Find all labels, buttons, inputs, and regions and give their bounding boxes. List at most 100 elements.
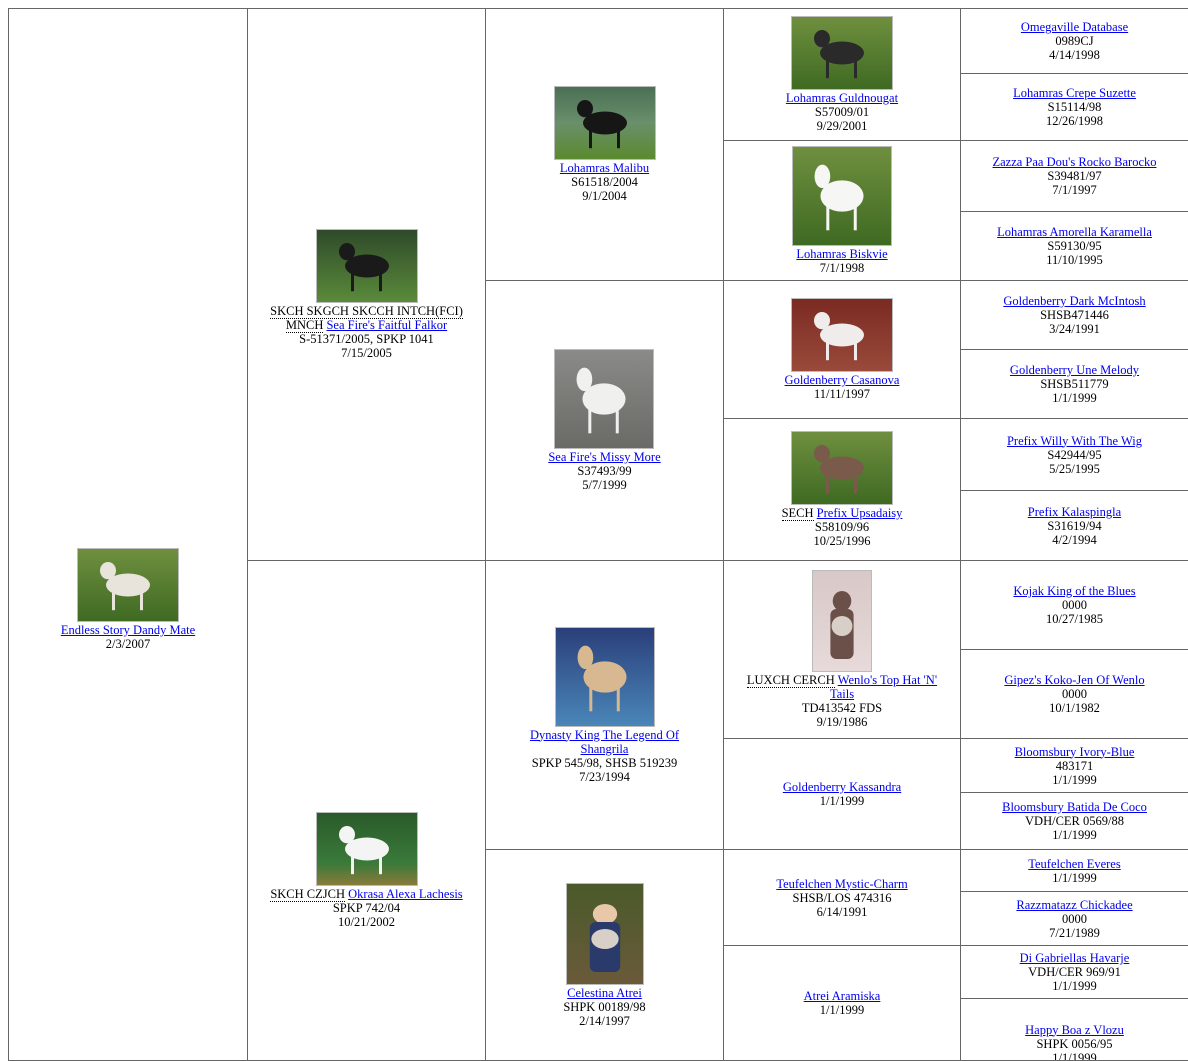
dog-birthdate: 7/21/1989	[1049, 926, 1100, 940]
dog-name-line: Endless Story Dandy Mate	[61, 623, 195, 637]
dog-name-link[interactable]: Razzmatazz Chickadee	[1016, 898, 1132, 912]
dog-photo-hairless-sitting[interactable]	[812, 570, 872, 672]
dog-birthdate: 11/10/1995	[1046, 253, 1102, 267]
dog-name-link[interactable]: Endless Story Dandy Mate	[61, 623, 195, 637]
dog-registration: S58109/96	[815, 520, 869, 534]
dog-name-link[interactable]: Goldenberry Casanova	[785, 373, 900, 387]
dog-name-link[interactable]: Dynasty King The Legend Of Shangrila	[530, 728, 679, 756]
dog-registration: SHPK 00189/98	[563, 1000, 645, 1014]
dog-birthdate: 9/29/2001	[817, 119, 868, 133]
gen2-cell-0: SKCH SKGCH SKCCH INTCH(FCI) MNCH Sea Fir…	[247, 8, 486, 561]
dog-name-link[interactable]: Lohamras Malibu	[560, 161, 649, 175]
dog-registration: S61518/2004	[571, 175, 638, 189]
dog-name-link[interactable]: Lohamras Guldnougat	[786, 91, 898, 105]
dog-name-link[interactable]: Zazza Paa Dou's Rocko Barocko	[992, 155, 1156, 169]
dog-registration: SHPK 0056/95	[1036, 1037, 1112, 1051]
dog-name-link[interactable]: Omegaville Database	[1021, 20, 1128, 34]
dog-name-link[interactable]: Teufelchen Everes	[1028, 857, 1120, 871]
dog-birthdate: 7/15/2005	[341, 346, 392, 360]
dog-birthdate: 4/2/1994	[1052, 533, 1096, 547]
dog-name-line: SKCH CZJCH Okrasa Alexa Lachesis	[270, 887, 462, 901]
dog-name-line: Prefix Willy With The Wig	[1007, 434, 1142, 448]
dog-name-link[interactable]: Atrei Aramiska	[804, 989, 881, 1003]
dog-photo-powderpuff-red[interactable]	[791, 298, 893, 372]
dog-registration: SHSB/LOS 474316	[793, 891, 892, 905]
dog-name-link[interactable]: Teufelchen Mystic-Charm	[776, 877, 907, 891]
dog-name-line: Lohamras Biskvie	[796, 247, 887, 261]
dog-birthdate: 2/14/1997	[579, 1014, 630, 1028]
dog-name-link[interactable]: Sea Fire's Faitful Falkor	[326, 318, 447, 332]
dog-birthdate: 10/25/1996	[814, 534, 871, 548]
dog-birthdate: 5/25/1995	[1049, 462, 1100, 476]
dog-name-link[interactable]: Prefix Upsadaisy	[817, 506, 903, 520]
dog-birthdate: 10/27/1985	[1046, 612, 1103, 626]
dog-name-link[interactable]: Goldenberry Dark McIntosh	[1003, 294, 1145, 308]
dog-registration: 0000	[1062, 687, 1087, 701]
dog-photo-black-white-lake[interactable]	[554, 86, 656, 160]
dog-name-link[interactable]: Di Gabriellas Havarje	[1020, 951, 1130, 965]
dog-name-link[interactable]: Bloomsbury Ivory-Blue	[1015, 745, 1135, 759]
dog-name-line: Gipez's Koko-Jen Of Wenlo	[1004, 673, 1144, 687]
dog-photo-dark-dog-field[interactable]	[791, 16, 893, 90]
dog-registration: S42944/95	[1047, 448, 1101, 462]
dog-photo-boy-holding-dog[interactable]	[566, 883, 644, 985]
dog-photo-white-longhair[interactable]	[792, 146, 892, 246]
dog-name-link[interactable]: Goldenberry Kassandra	[783, 780, 901, 794]
dog-registration: SHSB511779	[1040, 377, 1108, 391]
dog-name-link[interactable]: Prefix Willy With The Wig	[1007, 434, 1142, 448]
dog-name-line: LUXCH CERCH Wenlo's Top Hat 'N' Tails	[744, 673, 941, 701]
dog-birthdate: 1/1/1999	[1052, 979, 1096, 993]
dog-registration: SPKP 742/04	[333, 901, 400, 915]
dog-name-link[interactable]: Lohamras Biskvie	[796, 247, 887, 261]
dog-entry: SKCH SKGCH SKCCH INTCH(FCI) MNCH Sea Fir…	[268, 229, 466, 360]
dog-name-link[interactable]: Lohamras Amorella Karamella	[997, 225, 1152, 239]
dog-name-link[interactable]: Prefix Kalaspingla	[1028, 505, 1121, 519]
dog-name-link[interactable]: Gipez's Koko-Jen Of Wenlo	[1004, 673, 1144, 687]
dog-name-link[interactable]: Bloomsbury Batida De Coco	[1002, 800, 1147, 814]
dog-name-link[interactable]: Wenlo's Top Hat 'N' Tails	[830, 673, 937, 701]
dog-name-line: Lohamras Amorella Karamella	[997, 225, 1152, 239]
dog-name-link[interactable]: Okrasa Alexa Lachesis	[348, 887, 463, 901]
dog-birthdate: 1/1/1999	[820, 794, 864, 808]
dog-photo-powderpuff-trophy[interactable]	[554, 349, 654, 449]
dog-name-link[interactable]: Lohamras Crepe Suzette	[1013, 86, 1136, 100]
dog-birthdate: 1/1/1999	[1052, 391, 1096, 405]
dog-photo-crested-grass[interactable]	[77, 548, 179, 622]
dog-name-line: Atrei Aramiska	[804, 989, 881, 1003]
dog-name-link[interactable]: Goldenberry Une Melody	[1010, 363, 1139, 377]
dog-photo-tan-dog-blue[interactable]	[555, 627, 655, 727]
dog-name-line: Lohamras Crepe Suzette	[1013, 86, 1136, 100]
dog-name-link[interactable]: Happy Boa z Vlozu	[1025, 1023, 1124, 1037]
dog-registration: 483171	[1056, 759, 1094, 773]
dog-name-link[interactable]: Sea Fire's Missy More	[548, 450, 660, 464]
dog-photo-white-dog-show[interactable]	[316, 812, 418, 886]
dog-birthdate: 1/1/1999	[1052, 773, 1096, 787]
dog-name-link[interactable]: Celestina Atrei	[567, 986, 642, 1000]
dog-name-link[interactable]: Kojak King of the Blues	[1013, 584, 1135, 598]
dog-photo-hairless-grass[interactable]	[791, 431, 893, 505]
dog-birthdate: 9/1/2004	[582, 189, 626, 203]
dog-photo-black-dog-grass[interactable]	[316, 229, 418, 303]
